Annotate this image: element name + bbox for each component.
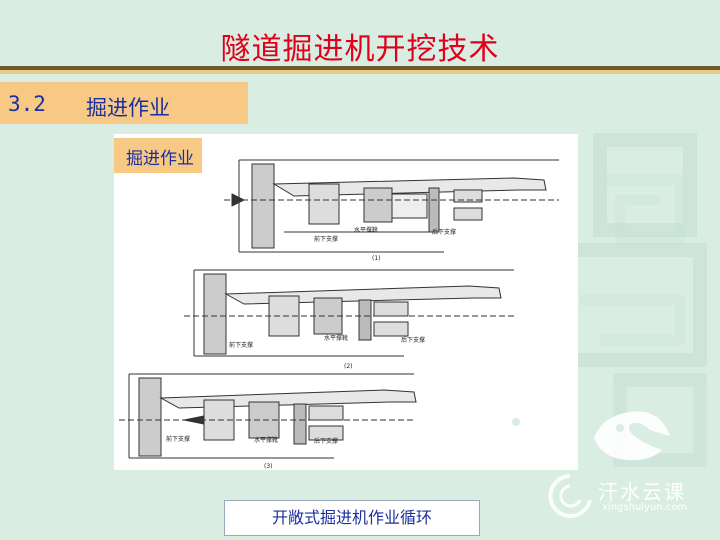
section-heading-box: [0, 82, 248, 124]
panel-number-1: (1): [372, 255, 381, 262]
title-divider-accent: [0, 70, 720, 74]
panel-number-2: (2): [344, 363, 353, 370]
label-gripper-3: 水平撑靴: [254, 436, 278, 444]
label-gripper-1: 水平撑靴: [354, 226, 378, 234]
section-title: 掘进作业: [86, 96, 170, 120]
label-rear-support-3: 后下支撑: [314, 437, 338, 445]
label-rear-support-1: 后下支撑: [432, 228, 456, 236]
tbm-panel-2: [184, 269, 514, 357]
slide-title: 隧道掘进机开挖技术: [220, 32, 500, 67]
label-rear-support-2: 后下支撑: [401, 336, 425, 344]
dragon-ornament-right: [594, 411, 670, 461]
subtitle-box: 掘进作业: [114, 138, 202, 173]
tbm-diagram: 前下支撑 水平撑靴 后下支撑 (1) 前下支撑 水平撑靴 后下支撑 (2) 前下…: [119, 159, 559, 470]
tbm-cycle-figure: 前下支撑 水平撑靴 后下支撑 (1) 前下支撑 水平撑靴 后下支撑 (2) 前下…: [114, 134, 578, 470]
dragon-ornament-left: [466, 405, 544, 457]
figure-caption: 开敞式掘进机作业循环: [224, 500, 480, 536]
watermark-name: 汗水云课: [598, 480, 686, 504]
watermark-logo-icon: [548, 474, 592, 518]
label-gripper-2: 水平撑靴: [324, 334, 348, 342]
title-divider: [0, 66, 720, 70]
subtitle-text: 掘进作业: [126, 149, 194, 169]
label-front-support-2: 前下支撑: [229, 341, 253, 349]
watermark-url: xingshuiyun.com: [602, 502, 688, 513]
label-front-support-3: 前下支撑: [166, 435, 190, 443]
tbm-panel-3: [119, 373, 417, 459]
label-front-support-1: 前下支撑: [314, 235, 338, 243]
panel-number-3: (3): [264, 463, 273, 470]
section-number: 3.2: [8, 92, 46, 116]
tbm-panel-1: [224, 159, 559, 253]
